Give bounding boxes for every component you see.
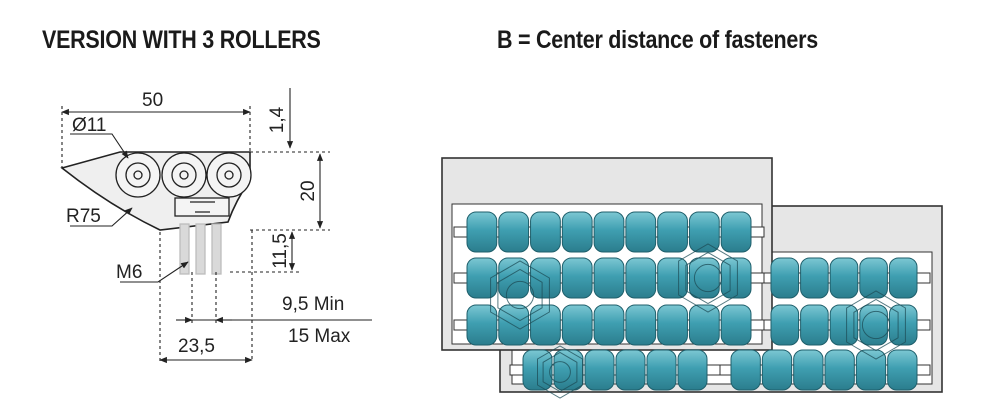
roller [855,349,887,391]
roller [859,304,888,346]
fastener-hex-3 [846,290,906,360]
roller [730,349,761,391]
roller [625,257,657,299]
roller [657,257,688,299]
roller [498,257,530,299]
roller [561,257,593,299]
roller [498,211,530,253]
roller [466,211,498,253]
roller [530,304,561,346]
roller [584,349,615,391]
dimension-lines [61,88,372,364]
dim-width-label: 50 [142,90,163,111]
fastener-hex-2 [678,243,738,313]
roller [887,349,918,391]
roller [657,211,688,253]
rear-roller-row-2 [757,304,931,346]
roller [688,257,720,299]
roller [553,349,584,391]
roller [770,257,800,299]
left-panel-title: VERSION WITH 3 ROLLERS [42,26,321,54]
roller [800,257,829,299]
roller [561,211,593,253]
roller [615,349,646,391]
roller [677,349,708,391]
front-roller-row-2 [453,257,765,299]
roller [561,304,593,346]
roller-rows [453,211,931,399]
right-panel-title: B = Center distance of fasteners [497,26,818,54]
roller [530,211,561,253]
dim-height-label: 20 [298,180,319,201]
front-roller-row-1 [453,211,765,253]
roller [625,304,657,346]
roller [720,211,752,253]
roller [888,304,918,346]
dim-radius-label: R75 [66,206,101,227]
fastener-hex-1 [490,260,550,330]
roller [829,257,859,299]
rear-roller-row-3 [717,349,931,391]
roller [646,349,677,391]
bottom-roller-row [509,349,721,391]
roller [859,257,888,299]
dim-fastener-length-label: 11,5 [270,233,291,269]
rear-roller-row-1 [757,257,931,299]
roller [824,349,855,391]
roller [593,211,625,253]
roller [800,304,829,346]
dim-diameter-label: Ø11 [72,115,107,136]
roller [770,304,800,346]
roller [466,257,498,299]
roller [793,349,824,391]
roller [688,304,720,346]
dim-top-offset-label: 1,4 [267,106,288,133]
fastener-hex-4 [537,345,583,399]
roller [593,304,625,346]
roller [829,304,859,346]
dim-min-gap-label: 9,5 Min [282,294,344,315]
profile-drawing [60,151,252,275]
roller [720,257,752,299]
roller [657,304,688,346]
dim-spacing-label: 23,5 [178,336,215,357]
dim-thread-label: M6 [116,262,142,283]
roller [688,211,720,253]
front-roller-row-3 [453,304,765,346]
roller [761,349,793,391]
roller [466,304,498,346]
dim-max-gap-label: 15 Max [288,326,351,347]
roller [720,304,752,346]
roller [888,257,918,299]
roller [530,257,561,299]
roller [625,211,657,253]
roller [593,257,625,299]
